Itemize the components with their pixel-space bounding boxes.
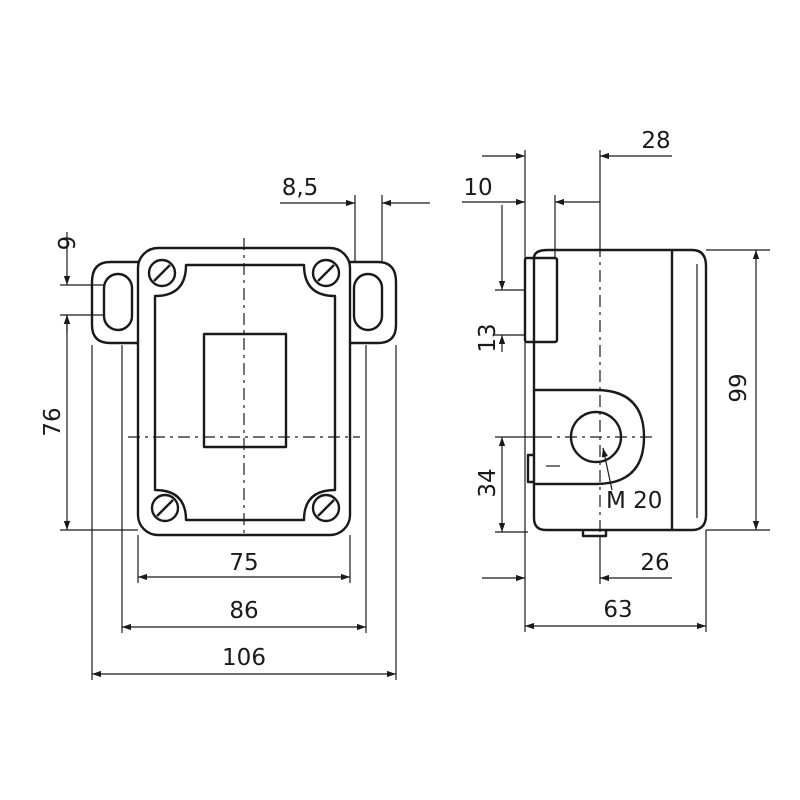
dim-28-text: 28	[641, 128, 670, 154]
dim-9-text: 9	[55, 236, 81, 251]
side-view: 28 10 13 34 99 M 20 26 63	[462, 128, 770, 632]
dim-10-text: 10	[463, 175, 492, 201]
side-mounting-lug	[523, 256, 559, 344]
side-lid-outline	[672, 248, 708, 532]
dim-13-text: 13	[475, 323, 501, 352]
dim-106-text: 106	[222, 645, 266, 671]
dim-26-text: 26	[640, 550, 669, 576]
thread-leader-line	[601, 447, 613, 491]
bottom-detail	[581, 530, 608, 538]
dim-99-text: 99	[726, 373, 752, 402]
left-mounting-lug	[90, 260, 138, 345]
window	[202, 332, 288, 449]
side-tab	[526, 453, 534, 484]
dim-63-text: 63	[603, 597, 632, 623]
right-lug-slot	[352, 272, 384, 332]
screw-bottom-right	[311, 493, 341, 523]
front-view: 9 76 8,5 75 86 106	[40, 175, 430, 680]
dim-76-text: 76	[40, 407, 66, 436]
lid-outline	[153, 263, 337, 522]
dim-75-text: 75	[229, 550, 258, 576]
right-mounting-lug	[350, 260, 398, 345]
screw-top-right	[311, 258, 341, 288]
thread-m20-text: M 20	[606, 488, 662, 514]
screw-top-left	[147, 258, 177, 288]
left-lug-slot	[102, 272, 134, 332]
dim-34-text: 34	[475, 468, 501, 497]
dim-86-text: 86	[229, 598, 258, 624]
dim-8-5-text: 8,5	[282, 175, 319, 201]
screw-bottom-left	[150, 493, 180, 523]
